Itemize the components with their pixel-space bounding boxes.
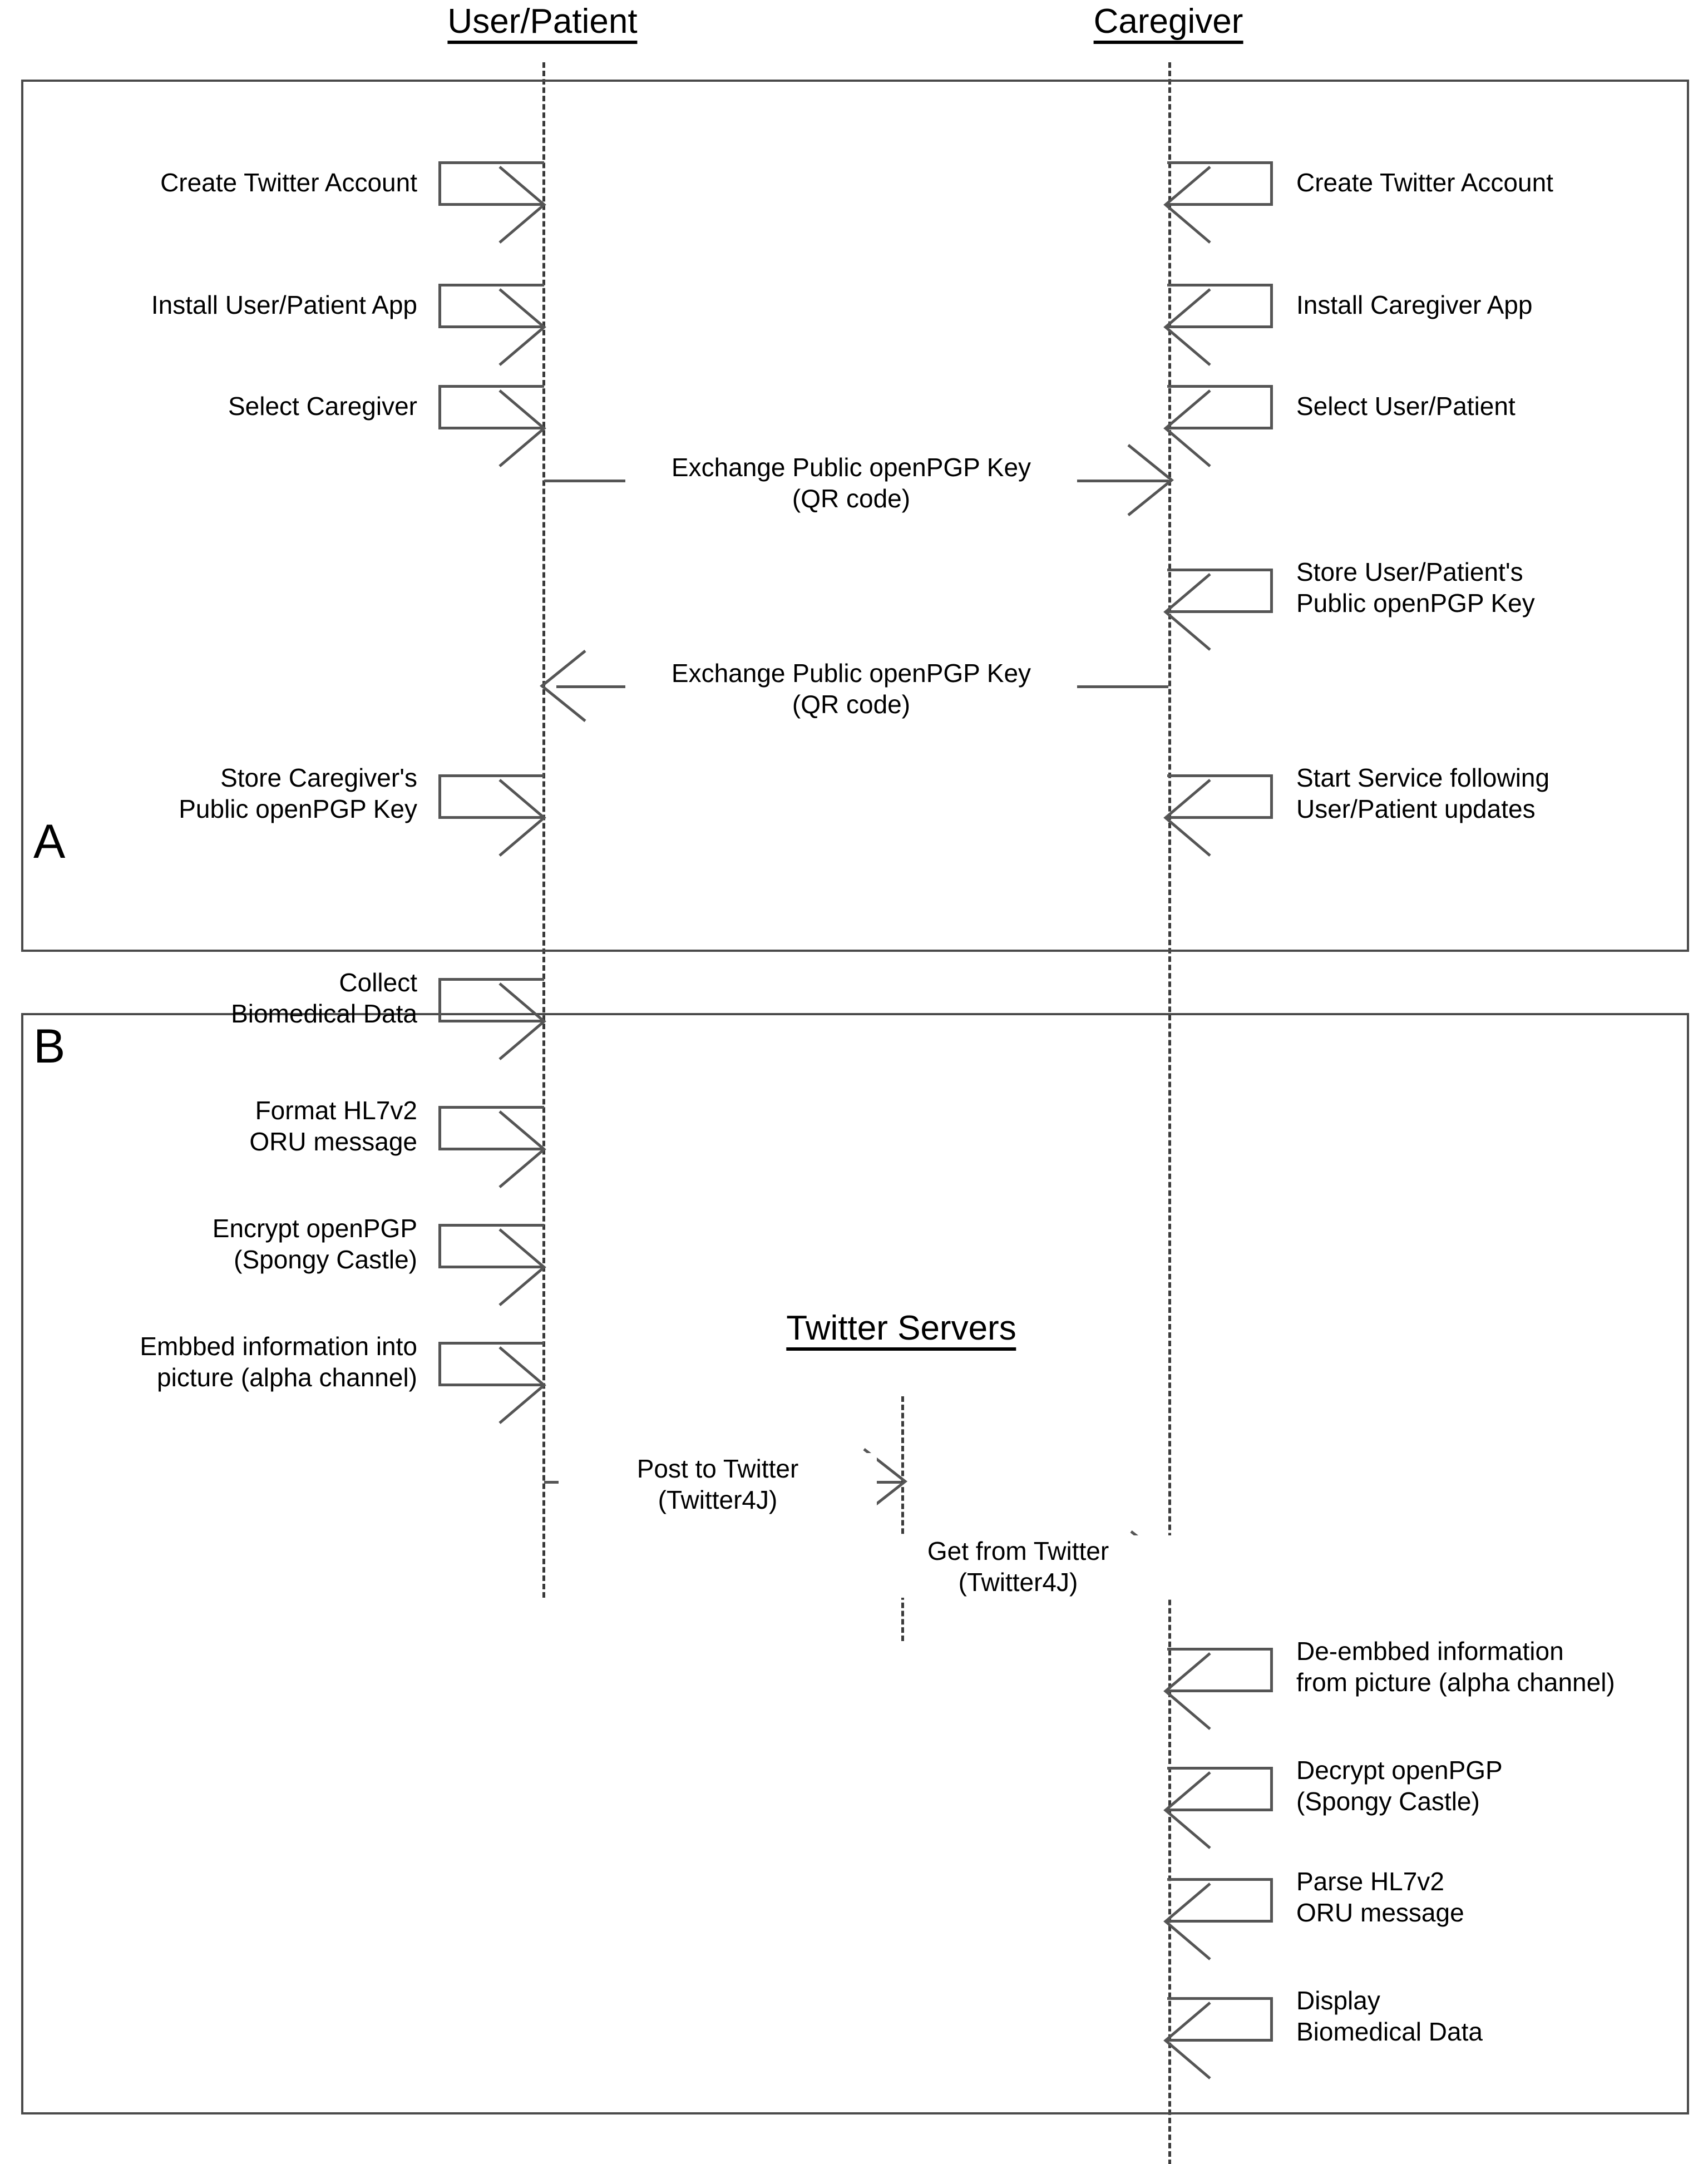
arrowhead-caregiver-de-embed-information [1163, 1652, 1211, 1730]
lifeline-twitter-servers [901, 1396, 904, 1641]
self-call-box-user-create-twitter-account [438, 161, 544, 206]
self-call-box-user-collect-biomedical-data [438, 978, 544, 1022]
caption-user-store-caregiver-key: Store Caregiver's Public openPGP Key [179, 763, 417, 824]
self-call-box-user-embed-information [438, 1342, 544, 1386]
self-call-box-caregiver-de-embed-information [1167, 1648, 1273, 1692]
caption-user-format-hl7v2: Format HL7v2 ORU message [249, 1096, 417, 1157]
self-call-box-caregiver-select-user [1167, 385, 1273, 429]
section-frame-a [21, 80, 1689, 952]
caption-caregiver-parse-hl7v2: Parse HL7v2 ORU message [1296, 1867, 1464, 1928]
arrowhead-user-install-app [498, 288, 546, 366]
caption-caregiver-select-user: Select User/Patient [1296, 392, 1516, 421]
section-label-b: B [33, 1020, 66, 1073]
self-call-box-caregiver-parse-hl7v2 [1167, 1878, 1273, 1923]
arrowhead-user-collect-biomedical-data [498, 982, 546, 1060]
lifeline-caregiver [1168, 62, 1171, 2164]
arrowhead-caregiver-install-app [1163, 288, 1211, 366]
caption-caregiver-decrypt-openpgp: Decrypt openPGP (Spongy Castle) [1296, 1756, 1503, 1816]
caption-caregiver-start-service: Start Service following User/Patient upd… [1296, 763, 1550, 824]
caption-user-create-twitter-account: Create Twitter Account [160, 168, 417, 197]
arrowhead-caregiver-select-user [1163, 389, 1211, 467]
section-frame-b [21, 1013, 1689, 2114]
self-call-box-caregiver-start-service [1167, 774, 1273, 819]
actor-header-caregiver: Caregiver [1093, 3, 1243, 45]
message-line-exchange-key-caregiver-to-user-right [1057, 685, 1168, 688]
caption-user-encrypt-openpgp: Encrypt openPGP (Spongy Castle) [212, 1214, 417, 1274]
message-label-get-from-twitter: Get from Twitter (Twitter4J) [859, 1535, 1177, 1598]
section-label-a: A [33, 815, 66, 868]
arrowhead-message-exchange-key-to-user [540, 650, 586, 722]
arrowhead-caregiver-display-biomedical-data [1163, 2002, 1211, 2079]
message-label-exchange-key-to-user: Exchange Public openPGP Key (QR code) [625, 658, 1077, 720]
actor-header-user-patient: User/Patient [447, 3, 638, 45]
message-line-exchange-key-user-to-caregiver-right [1057, 480, 1168, 482]
self-call-box-user-encrypt-openpgp [438, 1224, 544, 1268]
arrowhead-user-select-caregiver [498, 389, 546, 467]
message-line-exchange-key-caregiver-to-user-left [556, 685, 645, 688]
self-call-box-caregiver-decrypt-openpgp [1167, 1767, 1273, 1811]
self-call-box-user-select-caregiver [438, 385, 544, 429]
self-call-box-caregiver-display-biomedical-data [1167, 1997, 1273, 2042]
actor-label-caregiver: Caregiver [1093, 3, 1243, 45]
caption-caregiver-store-user-key: Store User/Patient's Public openPGP Key [1296, 557, 1535, 618]
message-line-exchange-key-user-to-caregiver-left [544, 480, 644, 482]
self-call-box-caregiver-store-user-key [1167, 569, 1273, 613]
caption-caregiver-create-twitter-account: Create Twitter Account [1296, 168, 1553, 197]
message-label-post-to-twitter: Post to Twitter (Twitter4J) [559, 1453, 877, 1516]
actor-header-twitter-servers: Twitter Servers [786, 1310, 1016, 1351]
arrowhead-message-post-to-twitter [863, 1448, 908, 1515]
arrowhead-caregiver-parse-hl7v2 [1163, 1883, 1211, 1960]
actor-label-twitter-servers: Twitter Servers [786, 1310, 1016, 1351]
lifeline-user-patient [542, 62, 545, 1598]
caption-user-collect-biomedical-data: Collect Biomedical Data [231, 968, 417, 1029]
caption-caregiver-display-biomedical-data: Display Biomedical Data [1296, 1986, 1483, 2047]
self-call-box-user-format-hl7v2 [438, 1106, 544, 1150]
self-call-box-caregiver-create-twitter-account [1167, 161, 1273, 206]
caption-user-install-app: Install User/Patient App [151, 290, 417, 319]
arrowhead-caregiver-store-user-key [1163, 573, 1211, 651]
arrowhead-caregiver-start-service [1163, 779, 1211, 857]
arrowhead-user-store-caregiver-key [498, 779, 546, 857]
arrowhead-user-embed-information [498, 1346, 546, 1424]
arrowhead-caregiver-decrypt-openpgp [1163, 1771, 1211, 1849]
message-label-exchange-key-to-caregiver: Exchange Public openPGP Key (QR code) [625, 452, 1077, 515]
caption-user-embed-information: Embbed information into picture (alpha c… [140, 1332, 417, 1392]
caption-caregiver-install-app: Install Caregiver App [1296, 290, 1533, 319]
arrowhead-user-create-twitter-account [498, 166, 546, 244]
caption-caregiver-de-embed-information: De-embbed information from picture (alph… [1296, 1637, 1615, 1697]
self-call-box-caregiver-install-app [1167, 284, 1273, 328]
caption-user-select-caregiver: Select Caregiver [228, 392, 417, 421]
arrowhead-user-encrypt-openpgp [498, 1228, 546, 1306]
arrowhead-caregiver-create-twitter-account [1163, 166, 1211, 244]
actor-label-user-patient: User/Patient [447, 3, 638, 45]
self-call-box-user-install-app [438, 284, 544, 328]
arrowhead-user-format-hl7v2 [498, 1110, 546, 1188]
arrowhead-message-exchange-key-to-caregiver [1127, 444, 1174, 516]
self-call-box-user-store-caregiver-key [438, 774, 544, 819]
